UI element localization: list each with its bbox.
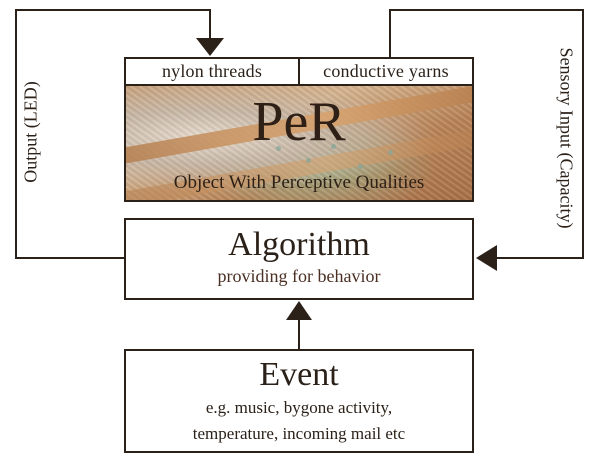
- texture-speck: [306, 158, 311, 163]
- output-arrowhead: [196, 38, 224, 56]
- event-examples-line1: e.g. music, bygone activity,: [205, 398, 393, 417]
- per-title: PeR: [252, 91, 346, 153]
- per-subtitle: Object With Perceptive Qualities: [173, 172, 425, 193]
- algorithm-title: Algorithm: [228, 226, 370, 263]
- texture-speck: [388, 150, 393, 155]
- output-led-label: Output (LED): [20, 81, 41, 183]
- algorithm-box: Algorithm providing for behavior: [124, 218, 474, 300]
- nylon-threads-label: nylon threads: [161, 61, 263, 81]
- texture-speck: [276, 146, 281, 151]
- event-title: Event: [259, 356, 339, 393]
- event-box: Event e.g. music, bygone activity, tempe…: [124, 349, 474, 453]
- event-to-algorithm-arrowhead: [286, 301, 312, 320]
- event-examples-line2: temperature, incoming mail etc: [192, 424, 406, 443]
- sensory-input-label: Sensory Input (Capacity): [556, 47, 577, 229]
- texture-speck: [331, 144, 336, 149]
- sensory-input-connector: [389, 9, 584, 259]
- per-object-panel: PeR Object With Perceptive Qualities: [124, 84, 474, 202]
- sensory-input-arrowhead: [476, 245, 497, 271]
- output-connector: [15, 9, 211, 259]
- conductive-yarns-label: conductive yarns: [298, 59, 472, 84]
- algorithm-subtitle: providing for behavior: [217, 266, 381, 286]
- materials-row: nylon threads conductive yarns: [124, 57, 474, 86]
- texture-speck: [358, 164, 363, 169]
